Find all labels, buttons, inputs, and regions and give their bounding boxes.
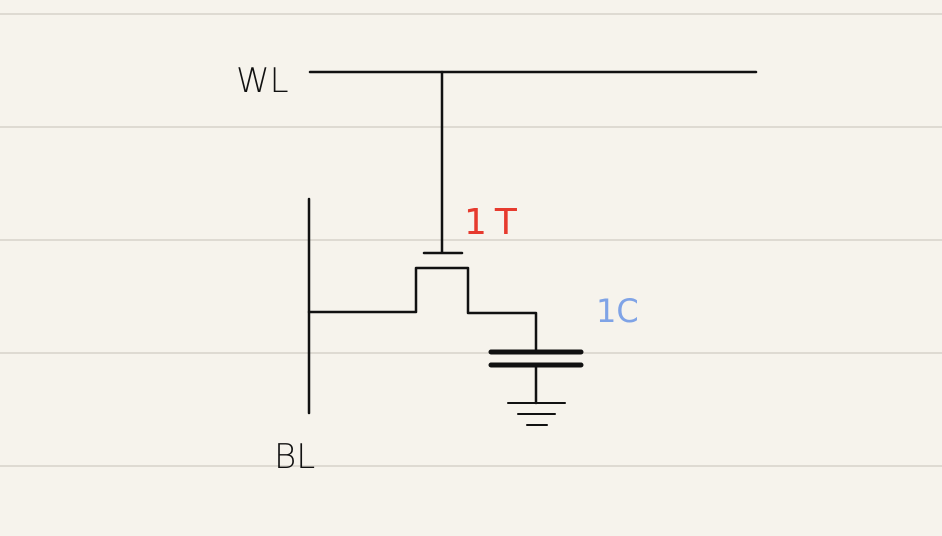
capacitor-label: 1C [596, 292, 639, 330]
circuit [307, 70, 758, 415]
capacitor-symbol [488, 349, 584, 368]
transistor-channel [307, 266, 538, 354]
wordline-label: WL [236, 61, 289, 101]
ground-icon [507, 402, 566, 426]
bitline-label: BL [274, 437, 315, 477]
transistor-label: 1T [464, 202, 525, 243]
ruled-lines [0, 13, 942, 467]
